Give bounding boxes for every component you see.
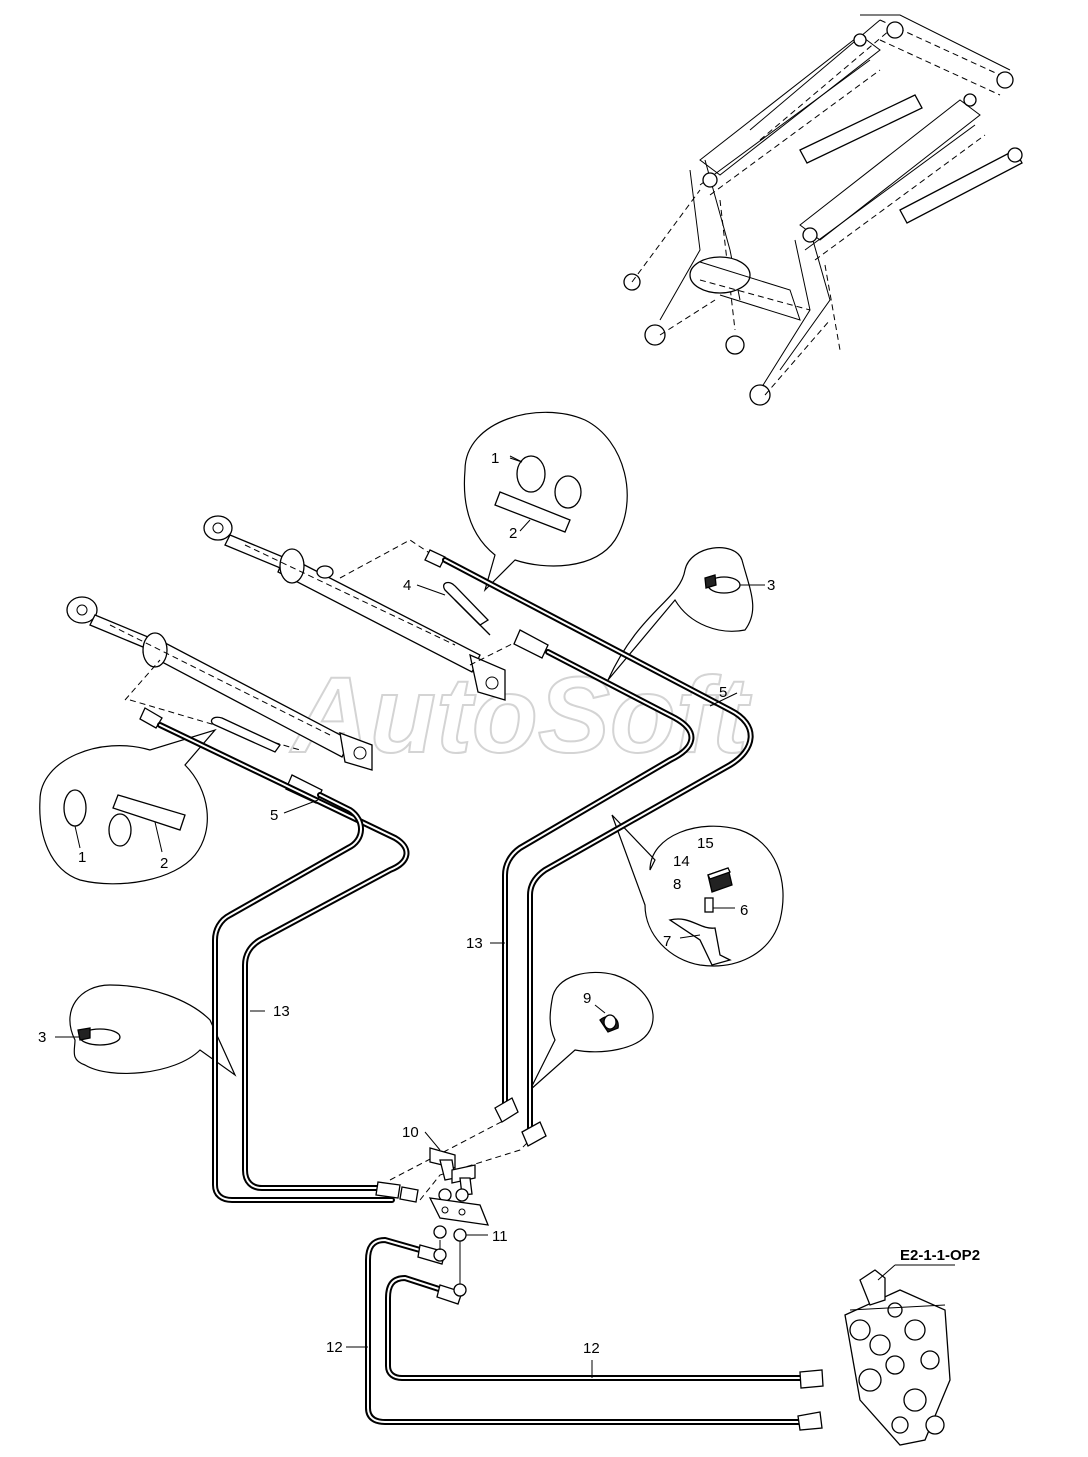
detail-bubble-band-clamp-left [55,984,237,1077]
clamp-ring-icon [554,475,582,509]
clamp-strap-icon [494,491,571,533]
bolt-icon [704,897,714,913]
callout-9: 9 [583,990,591,1007]
clamp-ring-icon [108,813,132,847]
callout-6: 6 [740,902,748,919]
control-valve [844,1269,951,1446]
callout-5-right: 5 [719,684,727,701]
callout-10: 10 [402,1124,419,1141]
clamp-strap-icon [112,794,186,831]
detail-bubble-band-clamp-top [607,547,765,681]
callout-11: 11 [492,1228,508,1245]
detail-bubble-clamps-top [463,411,628,593]
callout-13-left: 13 [273,1003,290,1020]
detail-bubble-clip [529,971,654,1091]
callout-13-right: 13 [466,935,483,952]
callout-15: 15 [697,835,714,852]
lift-cylinders [66,515,549,804]
callout-1-left: 1 [78,849,86,866]
reference-code: E2-1-1-OP2 [900,1247,980,1264]
callout-8: 8 [673,876,681,893]
detail-bubble-clamps-left [39,728,217,885]
callout-12-right: 12 [583,1340,600,1357]
clamp-ring-icon [63,789,87,827]
callout-2-left: 2 [160,855,168,872]
loader-frame-illustration [623,14,1023,406]
detail-bubble-hose-bracket [611,814,784,967]
callout-12-left: 12 [326,1339,343,1356]
callout-3-top: 3 [767,577,775,594]
callout-5-left: 5 [270,807,278,824]
callout-2-top: 2 [509,525,517,542]
tee-fittings-and-plate [389,1119,531,1297]
clamp-ring-icon [516,455,546,493]
callout-7: 7 [663,933,671,950]
leader-lines [250,457,955,1378]
callout-14: 14 [673,853,690,870]
callout-3-left: 3 [38,1029,46,1046]
bracket-icon [668,918,732,966]
callout-4: 4 [403,577,411,594]
callout-1-top: 1 [491,450,499,467]
callout-labels: 1 2 3 4 5 1 2 5 15 14 8 6 7 13 13 3 9 10… [38,450,980,1357]
